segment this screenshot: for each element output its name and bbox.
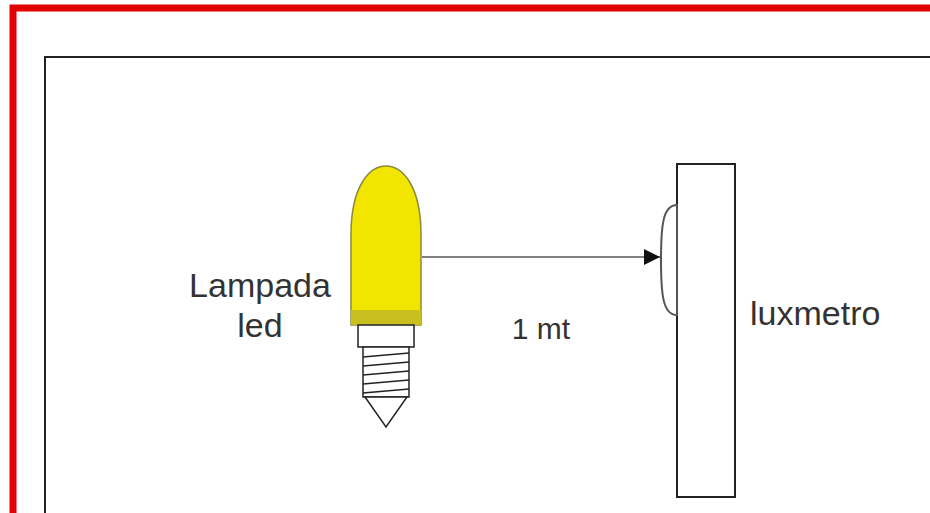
luxmeter-body — [677, 164, 735, 497]
bulb-tip — [365, 397, 407, 427]
node-label: Lampada led — [180, 265, 340, 345]
thread-line — [363, 371, 409, 375]
node-shape — [350, 165, 422, 430]
bulb-thread — [363, 347, 409, 397]
thread-line — [363, 380, 409, 384]
red-border — [13, 8, 930, 513]
node-shape — [660, 163, 736, 499]
luxmeter-sensor — [661, 205, 677, 315]
luxmeter: luxmetro — [660, 163, 736, 499]
bulb-collar — [358, 325, 414, 347]
led-lamp: Lampada led — [350, 165, 422, 430]
inner-border — [45, 57, 930, 513]
thread-line — [363, 362, 409, 366]
arrow-connector — [422, 256, 660, 258]
distance-label: 1 mt — [509, 312, 573, 346]
bulb-glass — [351, 166, 421, 325]
thread-line — [363, 353, 409, 357]
thread-line — [363, 389, 409, 393]
node-label: luxmetro — [750, 293, 880, 333]
bulb-glass-shade — [351, 310, 421, 325]
